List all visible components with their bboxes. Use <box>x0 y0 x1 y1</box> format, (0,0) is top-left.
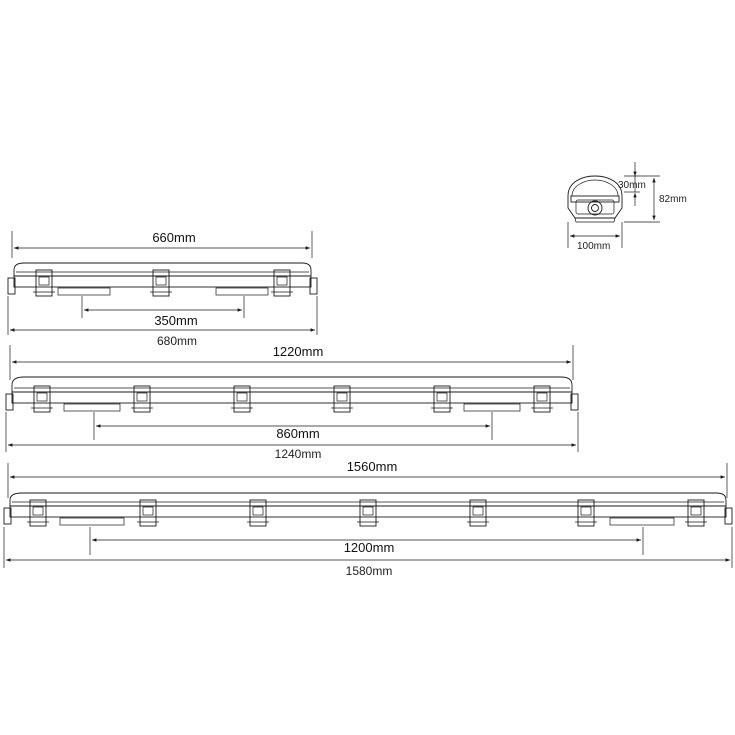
fixture-long-clip <box>357 499 379 527</box>
fixture-medium-body-label: 1220mm <box>273 344 324 359</box>
end-view-profile <box>567 175 623 219</box>
fixture-long-clip <box>137 499 159 527</box>
end-view-width-label: 100mm <box>577 241 610 252</box>
fixture-medium-clip <box>31 385 53 413</box>
fixture-medium-overall-label: 1240mm <box>275 447 322 461</box>
fixture-long-body-label: 1560mm <box>347 459 398 474</box>
fixture-medium-mount-label: 860mm <box>276 426 319 441</box>
fixture-short-clip <box>271 269 293 297</box>
fixture-short-clip <box>150 269 172 297</box>
fixture-medium-clip <box>231 385 253 413</box>
fixture-long-clip <box>247 499 269 527</box>
fixture-long-clip <box>575 499 597 527</box>
fixture-short: 660mm 350mm 680mm <box>7 230 318 348</box>
fixture-short-end-cap-right <box>309 277 318 295</box>
fixture-medium-end-cap-right <box>570 393 579 411</box>
fixture-long-end-cap-left <box>3 507 12 525</box>
fixture-medium: 1220mm 860mm 1240mm <box>5 344 579 461</box>
fixture-medium-end-cap-left <box>5 393 14 411</box>
fixture-long-end-cap-right <box>724 507 733 525</box>
end-view-cable-gland <box>587 200 603 216</box>
fixture-long-overall-label: 1580mm <box>346 564 393 578</box>
fixture-long-clip <box>27 499 49 527</box>
fixture-short-mount-label: 350mm <box>154 313 197 328</box>
fixture-short-end-cap-left <box>7 277 16 295</box>
fixture-medium-clip <box>531 385 553 413</box>
fixture-long-mount-label: 1200mm <box>344 540 395 555</box>
fixture-short-body <box>13 262 312 277</box>
fixture-long-clip <box>467 499 489 527</box>
fixture-short-body-label: 660mm <box>152 230 195 245</box>
fixture-long-body <box>9 492 727 507</box>
fixture-short-clip <box>33 269 55 297</box>
fixture-medium-clip <box>331 385 353 413</box>
fixture-short-overall-label: 680mm <box>157 334 197 348</box>
end-view-height-label: 82mm <box>659 194 687 205</box>
fixture-medium-body <box>11 376 573 393</box>
fixture-medium-clip <box>431 385 453 413</box>
fixture-long: 1560mm 1200mm 1580mm <box>3 459 733 578</box>
end-view: 82mm 30mm 100mm <box>567 162 687 252</box>
end-view-cap-label: 30mm <box>618 180 646 191</box>
fixture-long-clip <box>685 499 707 527</box>
fixture-medium-clip <box>131 385 153 413</box>
